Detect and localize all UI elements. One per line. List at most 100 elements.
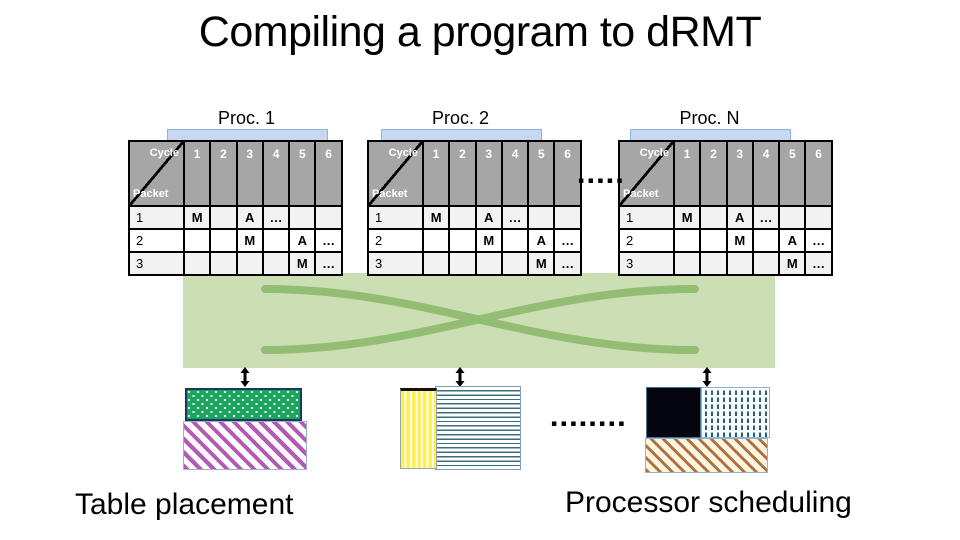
schedule-cell: … <box>314 251 343 276</box>
schedule-cell <box>314 205 343 230</box>
corner-cycle-label: Cycle <box>388 147 418 159</box>
schedule-cell: A <box>725 205 754 230</box>
proc-label: Proc. 2 <box>431 108 490 128</box>
hlined-table-block <box>435 386 521 470</box>
schedule-cell: … <box>751 205 781 230</box>
schedule-cell <box>288 205 317 230</box>
schedule-cell: M <box>527 251 556 276</box>
schedule-cell <box>235 251 264 276</box>
schedule-cell <box>182 228 212 253</box>
cycle-header-cell: 2 <box>448 140 477 207</box>
corner-cycle-label: Cycle <box>149 147 179 159</box>
schedule-cell: M <box>672 205 702 230</box>
cycle-header-cell: 2 <box>209 140 238 207</box>
schedule-cell: M <box>288 251 317 276</box>
schedule-cell <box>725 251 754 276</box>
schedule-cell: … <box>553 251 582 276</box>
table-placement-caption: Table placement <box>75 488 294 521</box>
corner-packet-label: Packet <box>623 188 659 200</box>
cycle-header-cell: 5 <box>288 140 317 207</box>
schedule-cell: M <box>235 228 264 253</box>
schedule-cell <box>421 251 451 276</box>
corner-cycle-label: Cycle <box>639 147 669 159</box>
schedule-cell <box>699 228 728 253</box>
schedule-cell <box>209 251 238 276</box>
updown-arrow-icon <box>240 367 250 387</box>
updown-arrow-icon <box>702 367 712 387</box>
cycle-header-cell: 1 <box>672 140 702 207</box>
packet-row-label: 2 <box>618 228 675 253</box>
cycle-header-cell: 1 <box>421 140 451 207</box>
proc-label: Proc. N <box>679 108 740 128</box>
crossbar-curves <box>261 285 699 354</box>
ellipsis-dots-blocks: ▪▪▪▪▪▪▪▪ <box>551 419 628 429</box>
schedule-cell <box>804 205 833 230</box>
schedule-cell <box>448 251 477 276</box>
schedule-cell: M <box>474 228 503 253</box>
cycle-header-cell: 6 <box>553 140 582 207</box>
schedule-cell <box>421 228 451 253</box>
schedule-cell: A <box>235 205 264 230</box>
cycle-header-cell: 3 <box>474 140 503 207</box>
schedule-cell <box>699 205 728 230</box>
schedule-cell: A <box>778 228 807 253</box>
schedule-cell <box>448 228 477 253</box>
cycle-header-cell: 5 <box>527 140 556 207</box>
cycle-header-cell: 2 <box>699 140 728 207</box>
packet-row-label: 3 <box>618 251 675 276</box>
schedule-cell: M <box>182 205 212 230</box>
cycle-header-cell: 4 <box>751 140 781 207</box>
schedule-cell: … <box>553 228 582 253</box>
cycle-header-cell: 6 <box>804 140 833 207</box>
schedule-cell <box>751 228 781 253</box>
magenta-striped-table-block <box>183 421 307 470</box>
schedule-cell <box>672 251 702 276</box>
corner-packet-label: Packet <box>372 188 408 200</box>
schedule-cell <box>553 205 582 230</box>
cycle-header-cell: 4 <box>261 140 291 207</box>
processor-scheduling-caption: Processor scheduling <box>565 486 852 519</box>
schedule-cell <box>448 205 477 230</box>
schedule-cell <box>778 205 807 230</box>
schedule-cell <box>209 205 238 230</box>
ellipsis-dots-tables: ▪▪▪▪▪ <box>578 176 626 186</box>
schedule-cell: … <box>804 228 833 253</box>
packet-row-label: 3 <box>367 251 424 276</box>
slide-title: Compiling a program to dRMT <box>198 8 762 56</box>
schedule-cell <box>209 228 238 253</box>
schedule-cell: M <box>725 228 754 253</box>
schedule-cell <box>500 251 530 276</box>
packet-row-label: 2 <box>367 228 424 253</box>
black-table-block <box>646 387 701 438</box>
schedule-cell <box>751 251 781 276</box>
cycle-header-cell: 4 <box>500 140 530 207</box>
schedule-cell: A <box>474 205 503 230</box>
packet-row-label: 1 <box>128 205 185 230</box>
packet-row-label: 2 <box>128 228 185 253</box>
schedule-cell <box>474 251 503 276</box>
schedule-cell: A <box>288 228 317 253</box>
schedule-cell <box>261 251 291 276</box>
schedule-cell <box>500 228 530 253</box>
schedule-cell: … <box>804 251 833 276</box>
schedule-cell <box>699 251 728 276</box>
cycle-header-cell: 1 <box>182 140 212 207</box>
brown-striped-table-block <box>645 438 768 473</box>
crossbar-panel <box>183 273 775 368</box>
cycle-header-cell: 3 <box>725 140 754 207</box>
schedule-cell: M <box>421 205 451 230</box>
schedule-cell <box>672 228 702 253</box>
schedule-cell: … <box>500 205 530 230</box>
schedule-cell <box>182 251 212 276</box>
packet-row-label: 1 <box>618 205 675 230</box>
schedule-cell: … <box>314 228 343 253</box>
schedule-cell: A <box>527 228 556 253</box>
